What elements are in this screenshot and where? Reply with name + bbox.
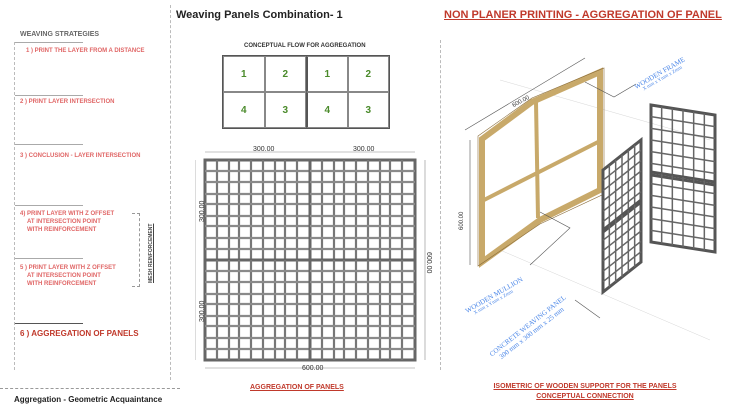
column-divider [440, 40, 441, 370]
line: WITH REINFORCEMENT [27, 227, 97, 233]
strategy-4: 4) PRINT LAYER WITH Z OFFSET AT INTERSEC… [20, 210, 114, 234]
isometric-drawing [464, 57, 717, 341]
divider [15, 258, 83, 259]
flow-cell: 4 [223, 92, 265, 128]
iso-caption: ISOMETRIC OF WOODEN SUPPORT FOR THE PANE… [440, 382, 730, 402]
weaving-panel [308, 258, 417, 362]
mesh-reinforcement-label: MESH REINFORCEMENT [148, 223, 154, 283]
divider [15, 323, 83, 324]
divider [15, 144, 83, 145]
divider [15, 205, 83, 206]
caption-line: ISOMETRIC OF WOODEN SUPPORT FOR THE PANE… [493, 383, 677, 390]
flow-cell: 2 [264, 56, 306, 92]
column-divider [170, 5, 171, 380]
flow-title: CONCEPTUAL FLOW FOR AGGREGATION [244, 43, 366, 49]
iso-concrete-panel [601, 196, 643, 296]
page-title: Weaving Panels Combination- 1 [176, 9, 343, 21]
line: AT INTERSECTION POINT [27, 219, 101, 225]
sidebar-heading: WEAVING STRATEGIES [20, 31, 100, 38]
weaving-panel [203, 158, 312, 262]
sidebar-dashed-line [14, 42, 15, 370]
strategy-5: 5 ) PRINT LAYER WITH Z OFFSET AT INTERSE… [20, 264, 116, 288]
footer-divider [0, 388, 180, 389]
strategy-2: 2 ) PRINT LAYER INTERSECTION [20, 99, 115, 105]
iso-dim-left: 600.00 [459, 211, 465, 230]
flow-cell: 2 [347, 56, 389, 92]
dim-top-left: 300.00 [253, 146, 275, 153]
line: 4) PRINT LAYER WITH Z OFFSET [20, 211, 115, 217]
aggregated-panels-drawing [195, 151, 426, 369]
aggregation-caption: AGGREGATION OF PANELS [250, 384, 344, 391]
divider [15, 42, 83, 43]
flow-cell: 1 [223, 56, 265, 92]
dim-left-bottom: 300.00 [199, 300, 206, 322]
iso-concrete-panel [649, 170, 717, 254]
line: WITH REINFORCEMENT [27, 281, 97, 287]
strategy-1: 1 ) PRINT THE LAYER FROM A DISTANCE [26, 48, 145, 54]
flow-cell: 3 [264, 92, 306, 128]
caption-line: CONCEPTUAL CONNECTION [536, 393, 634, 400]
dim-left-top: 300.00 [199, 200, 206, 222]
mesh-bracket [132, 213, 140, 287]
strategy-6: 6 ) AGGREGATION OF PANELS [20, 329, 139, 338]
dim-right: 600.00 [425, 252, 432, 274]
dim-bottom: 600.00 [302, 365, 324, 372]
wooden-frame [479, 67, 603, 268]
divider [15, 95, 83, 96]
right-title: NON PLANER PRINTING - AGGREGATION OF PAN… [444, 9, 722, 21]
flow-cell: 3 [347, 92, 389, 128]
line: 5 ) PRINT LAYER WITH Z OFFSET [20, 265, 116, 271]
weaving-panel [203, 258, 312, 362]
flow-cell: 1 [306, 56, 348, 92]
strategy-3: 3 ) CONCLUSION - LAYER INTERSECTION [20, 153, 141, 159]
flow-diagram: 1 2 4 3 1 2 4 3 [222, 55, 390, 129]
dim-top-right: 300.00 [353, 146, 375, 153]
weaving-panel [308, 158, 417, 262]
flow-cell: 4 [306, 92, 348, 128]
line: AT INTERSECTION POINT [27, 273, 101, 279]
footer-title: Aggregation - Geometric Acquaintance [14, 395, 163, 404]
